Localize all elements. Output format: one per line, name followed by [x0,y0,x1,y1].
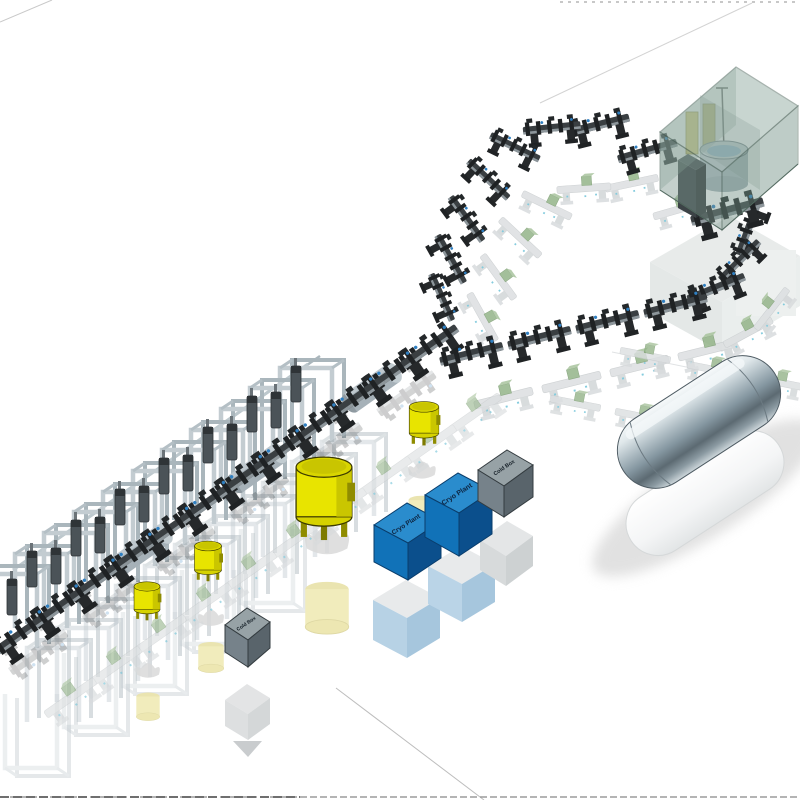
inner-cabinet [678,160,696,218]
cold-box-small: Cold Box [224,607,271,669]
storage-capsule-tank [616,355,782,489]
enclosure-building [658,66,800,232]
cold-box-large: Cold Box [477,449,534,518]
yellow-tank-large [295,456,356,541]
cryo-plant-box-left: Cryo Plant [373,502,442,581]
equipment-layer: Cryo Plant Cryo Plant Cold Box Cold Box [133,355,782,669]
yellow-tank-medium [408,401,441,446]
yellow-tank-small-1 [194,540,224,582]
yellow-tank-small-2 [133,581,162,621]
beamline-layer [0,105,773,730]
cryo-plant-box-right: Cryo Plant [424,472,493,557]
ghost-and-reflection-layer [5,163,800,776]
box-reflections [225,521,533,757]
building-glass-shell [658,66,800,232]
transfer-curve-beamline [417,105,682,327]
